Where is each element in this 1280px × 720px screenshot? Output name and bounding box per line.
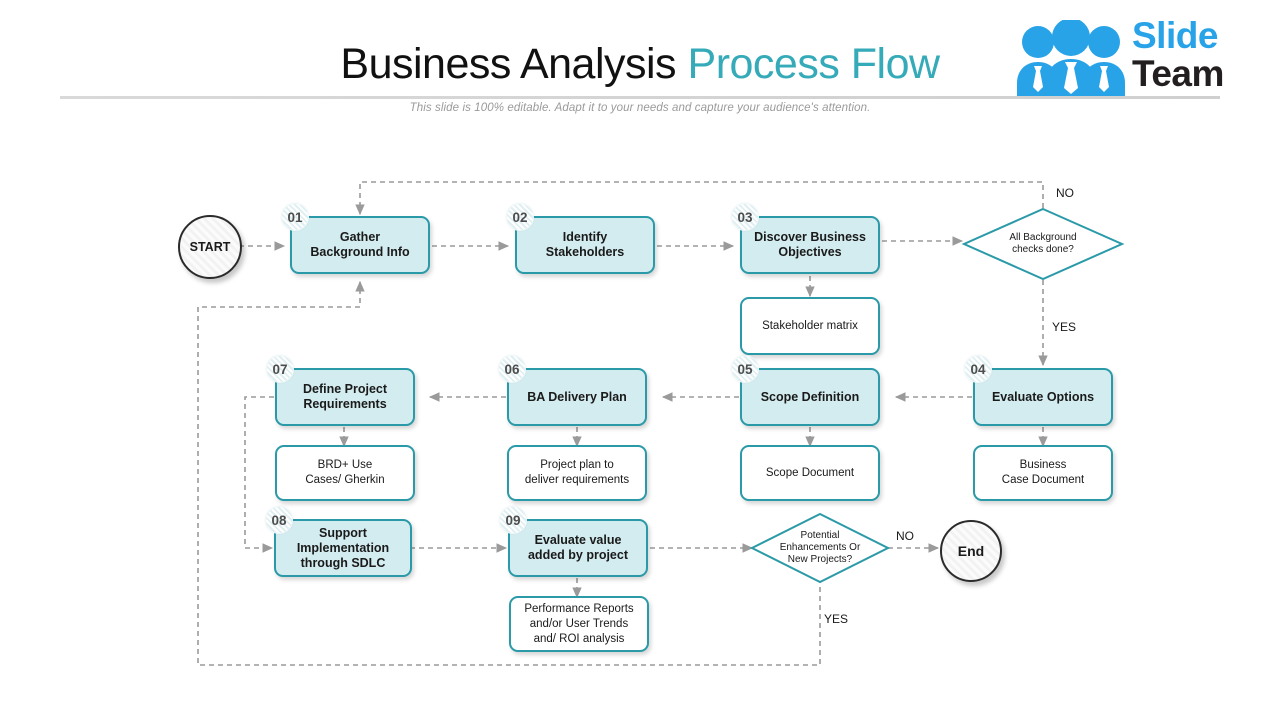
step-badge-09: 09 xyxy=(499,506,527,534)
edge-label-yes-bottom: YES xyxy=(824,612,849,626)
step-label-05: Scope Definition xyxy=(760,389,860,404)
step-badge-05: 05 xyxy=(731,355,759,383)
edge-label-no-end: NO xyxy=(896,529,914,543)
terminator-start: START xyxy=(178,215,242,279)
step-badge-02: 02 xyxy=(506,203,534,231)
edge-label-yes-right: YES xyxy=(1052,320,1077,334)
document-node-stakeholder-matrix[interactable]: Stakeholder matrix xyxy=(740,297,880,355)
step-badge-06: 06 xyxy=(498,355,526,383)
slideteam-logo: Slide Team xyxy=(1012,14,1268,100)
logo-word-slide: Slide xyxy=(1132,15,1218,56)
document-label-stakeholder-matrix: Stakeholder matrix xyxy=(762,319,858,332)
step-label-04: Evaluate Options xyxy=(991,389,1095,404)
terminator-start-label: START xyxy=(189,240,231,254)
page-title: Business Analysis Process Flow xyxy=(0,40,1280,89)
step-number-07: 07 xyxy=(272,361,288,377)
logo-word-team: Team xyxy=(1132,53,1224,94)
step-badge-01: 01 xyxy=(281,203,309,231)
step-number-06: 06 xyxy=(504,361,520,377)
step-number-03: 03 xyxy=(737,209,753,225)
three-people-icon xyxy=(1012,18,1130,96)
document-node-scope-document[interactable]: Scope Document xyxy=(740,445,880,501)
step-number-01: 01 xyxy=(287,209,303,225)
edge-label-no-top: NO xyxy=(1056,186,1074,200)
step-number-08: 08 xyxy=(271,512,287,528)
title-main: Business Analysis xyxy=(340,40,677,88)
step-badge-04: 04 xyxy=(964,355,992,383)
step-label-06: BA Delivery Plan xyxy=(527,389,627,404)
step-number-02: 02 xyxy=(512,209,528,225)
header-divider xyxy=(60,96,1220,99)
step-badge-03: 03 xyxy=(731,203,759,231)
step-number-04: 04 xyxy=(970,361,986,377)
step-node-06[interactable]: BA Delivery Plan xyxy=(507,368,647,426)
step-badge-07: 07 xyxy=(266,355,294,383)
step-node-05[interactable]: Scope Definition xyxy=(740,368,880,426)
terminator-end-label: End xyxy=(957,543,985,559)
step-number-09: 09 xyxy=(505,512,521,528)
title-accent: Process Flow xyxy=(687,40,941,88)
step-node-04[interactable]: Evaluate Options xyxy=(973,368,1113,426)
step-number-05: 05 xyxy=(737,361,753,377)
terminator-end: End xyxy=(940,520,1002,582)
document-label-scope-document: Scope Document xyxy=(765,466,855,479)
step-badge-08: 08 xyxy=(265,506,293,534)
page-subtitle: This slide is 100% editable. Adapt it to… xyxy=(409,102,871,114)
